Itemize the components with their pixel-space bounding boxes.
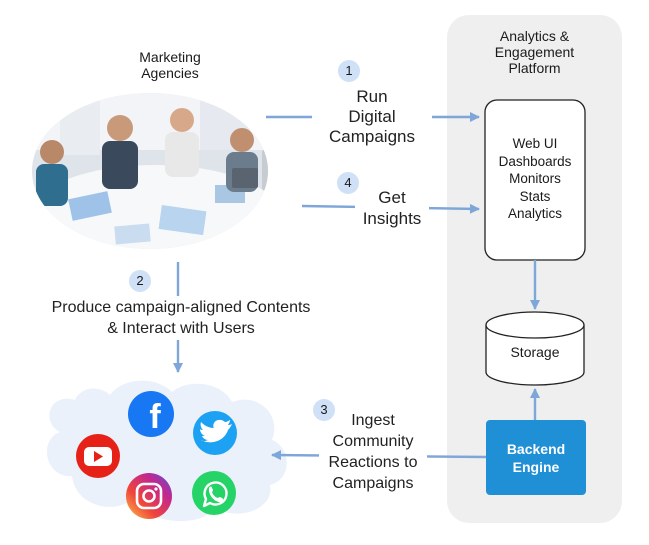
step-3-line: Ingest bbox=[351, 412, 395, 429]
web-ui-list: Web UI Dashboards Monitors Stats Analyti… bbox=[485, 135, 585, 223]
platform-title-line: Analytics & bbox=[499, 28, 570, 44]
youtube-icon bbox=[76, 434, 120, 478]
step-3-line: Community bbox=[332, 433, 414, 450]
step-3-line: Reactions to bbox=[328, 454, 418, 471]
agencies-title-line: Agencies bbox=[141, 65, 199, 82]
step-3-label: Ingest Community Reactions to Campaigns bbox=[319, 410, 427, 494]
storage-cylinder[interactable] bbox=[485, 311, 585, 386]
web-ui-item: Web UI bbox=[512, 136, 558, 151]
storage-label: Storage bbox=[510, 344, 560, 360]
web-ui-item: Stats bbox=[519, 188, 551, 204]
step-3-line: Campaigns bbox=[332, 475, 414, 492]
step-1-line: Campaigns bbox=[329, 127, 415, 146]
step-badge-3: 3 bbox=[313, 399, 335, 421]
step-badge-2: 2 bbox=[129, 270, 151, 292]
step-1-label: Run Digital Campaigns bbox=[312, 87, 432, 147]
backend-label-line: Engine bbox=[512, 459, 560, 475]
twitter-icon bbox=[193, 411, 237, 455]
svg-text:f: f bbox=[149, 398, 161, 436]
marketing-agencies-photo bbox=[32, 93, 268, 249]
backend-label-line: Backend bbox=[506, 441, 566, 457]
agencies-title-line: Marketing bbox=[139, 49, 201, 65]
step-2-label: Produce campaign-aligned Contents & Inte… bbox=[24, 297, 338, 339]
web-ui-item: Dashboards bbox=[498, 153, 572, 169]
marketing-agencies-title: Marketing Agencies bbox=[110, 49, 230, 81]
step-2-line: Produce campaign-aligned Contents bbox=[51, 299, 311, 316]
platform-title-line: Platform bbox=[508, 60, 561, 77]
step-4-line: Insights bbox=[362, 209, 422, 228]
backend-engine-label: Backend Engine bbox=[486, 440, 586, 476]
backend-engine-box[interactable] bbox=[486, 420, 586, 495]
step-1-line: Digital bbox=[348, 107, 396, 126]
step-badge-1: 1 bbox=[338, 60, 360, 82]
step-4-line: Get bbox=[378, 188, 406, 207]
step-badge-4: 4 bbox=[337, 172, 359, 194]
instagram-icon bbox=[126, 473, 172, 519]
facebook-icon: f bbox=[128, 391, 174, 437]
platform-title-line: Engagement bbox=[494, 44, 575, 61]
web-ui-item: Analytics bbox=[507, 206, 563, 221]
web-ui-item: Monitors bbox=[509, 171, 561, 186]
whatsapp-icon bbox=[192, 471, 236, 515]
step-4-label: Get Insights bbox=[355, 187, 429, 229]
step-1-line: Run bbox=[356, 87, 388, 106]
step-2-line: & Interact with Users bbox=[107, 320, 255, 337]
platform-title: Analytics & Engagement Platform bbox=[449, 28, 620, 76]
